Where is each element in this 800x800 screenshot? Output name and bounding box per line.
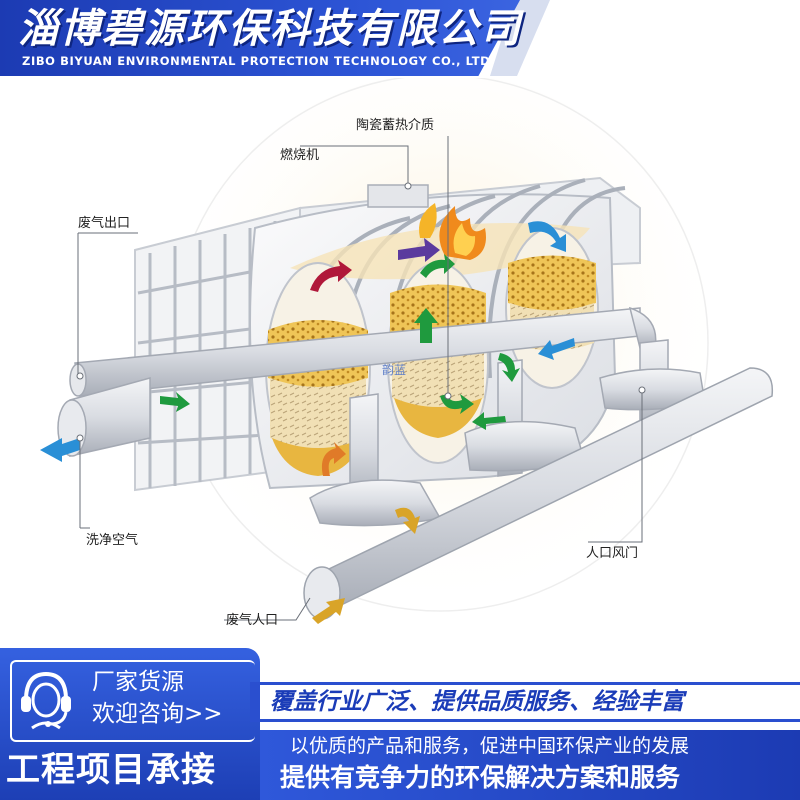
arrow-orange — [321, 442, 346, 476]
label-burner: 燃烧机 — [280, 148, 320, 163]
label-ceramic-media: 陶瓷蓄热介质 — [356, 118, 435, 133]
contact-frame — [10, 660, 255, 742]
watermark: 韵蓝 — [382, 363, 407, 377]
company-name-en: ZIBO BIYUAN ENVIRONMENTAL PROTECTION TEC… — [22, 54, 496, 68]
header-band — [0, 0, 520, 76]
company-name: 淄博碧源环保科技有限公司 — [18, 6, 522, 52]
contact-line1: 厂家货源 — [92, 669, 184, 695]
label-exhaust-outlet: 废气出口 — [78, 216, 131, 231]
headset-icon — [16, 666, 76, 732]
slogan-main: 覆盖行业广泛、提供品质服务、经验丰富 — [270, 689, 684, 715]
label-clean-air: 洗净空气 — [86, 533, 139, 548]
burner-box — [367, 184, 429, 208]
slogan-band — [260, 730, 800, 800]
arrow-green-up — [414, 308, 438, 343]
header: 淄博碧源环保科技有限公司 ZIBO BIYUAN ENVIRONMENTAL P… — [0, 0, 800, 78]
contact-line2[interactable]: 欢迎咨询>> — [92, 701, 223, 727]
arrow-green-lower — [472, 412, 506, 430]
slogan-sub1: 以优质的产品和服务，促进中国环保产业的发展 — [290, 735, 690, 757]
arrow-blue-mid — [538, 338, 575, 360]
arrow-gold-pipe — [312, 598, 345, 624]
flow-arrows — [40, 221, 575, 624]
slogan-sub2: 提供有竞争力的环保解决方案和服务 — [280, 763, 681, 792]
rto-diagram: 陶瓷蓄热介质 燃烧机 废气出口 洗净空气 人口风门 废气人口 韵蓝 — [0, 78, 800, 648]
arrow-green-right — [498, 353, 520, 382]
contact-box: 厂家货源 欢迎咨询>> 工程项目承接 — [0, 648, 260, 800]
arrow-purple — [398, 238, 440, 262]
label-exhaust-inlet: 废气人口 — [226, 613, 279, 628]
arrow-out-blue — [40, 438, 80, 462]
label-inlet-damper: 人口风门 — [586, 546, 639, 561]
arrow-crimson — [310, 260, 352, 292]
arrow-gold-inlet — [395, 507, 420, 534]
rto-illustration — [40, 78, 774, 624]
flame — [419, 203, 486, 260]
project-title: 工程项目承接 — [6, 750, 216, 790]
footer: 厂家货源 欢迎咨询>> 工程项目承接 覆盖行业广泛、提供品质服务、经验丰富 以优… — [0, 648, 800, 800]
arrow-blue-top — [528, 221, 566, 252]
arrow-green-top — [420, 254, 455, 278]
slogan-bar — [260, 682, 800, 722]
leader-lines — [76, 136, 646, 621]
exhaust-inlet-pipe — [308, 367, 774, 609]
arrow-green-duct — [160, 392, 190, 412]
